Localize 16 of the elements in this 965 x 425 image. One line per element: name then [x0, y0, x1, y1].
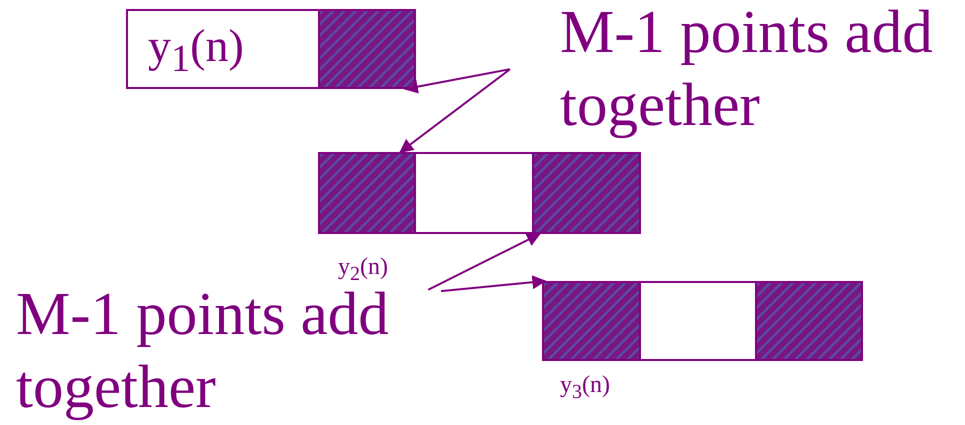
annotation-text: M-1 points add together	[510, 0, 965, 142]
signal-segment	[639, 281, 757, 361]
hatched-segment	[532, 152, 641, 234]
hatched-segment	[542, 281, 641, 361]
signal-segment	[414, 152, 534, 234]
hatched-segment	[318, 152, 416, 234]
hatched-segment	[755, 281, 863, 361]
arrow	[399, 68, 511, 153]
signal-label: y$_{3}$(n)	[560, 372, 610, 404]
arrow	[404, 68, 510, 94]
arrow	[440, 275, 546, 292]
arrow	[428, 233, 541, 291]
signal-segment	[126, 9, 320, 89]
signal-label: y$_{2}$(n)	[338, 254, 388, 286]
signal-label: y$_{1}$(n)	[148, 19, 244, 82]
hatched-segment	[318, 9, 416, 89]
